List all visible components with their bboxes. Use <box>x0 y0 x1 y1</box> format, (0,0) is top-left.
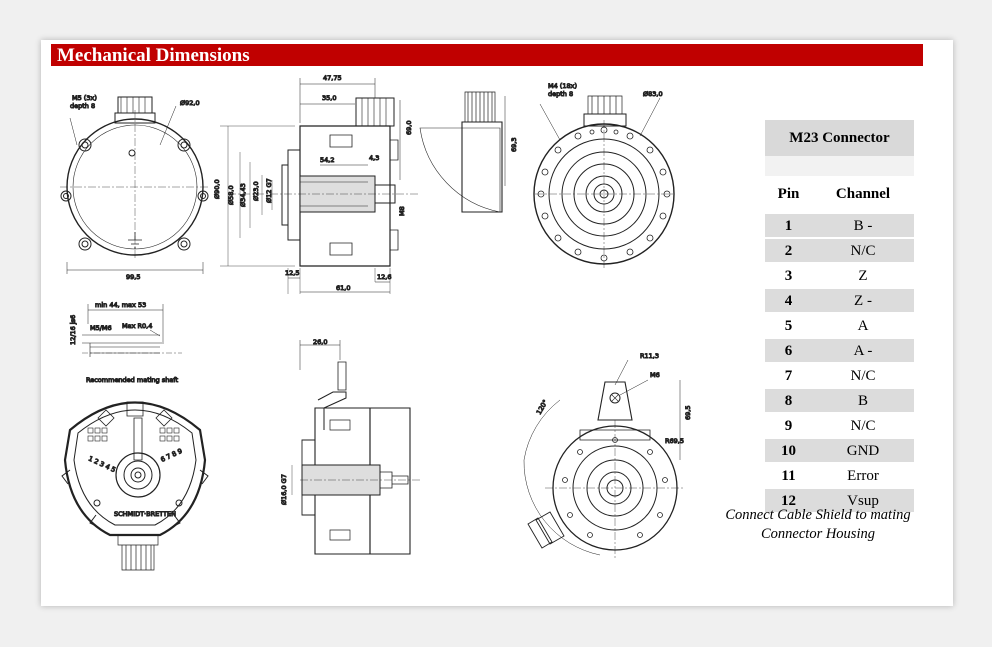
dim-695: 69,5 <box>684 406 692 420</box>
dim-r695: R69,5 <box>665 437 684 445</box>
pin-numbers-right: 6 7 8 9 <box>159 447 183 464</box>
dim-126: 12,6 <box>377 273 391 281</box>
channel-cell: A <box>812 312 914 338</box>
channel-cell: B - <box>812 212 914 238</box>
dim-125: 12,5 <box>285 269 299 277</box>
pin-cell: 11 <box>765 462 812 488</box>
dim-d92: Ø92,0 <box>180 99 200 107</box>
shield-note-line2: Connector Housing <box>761 526 875 542</box>
dim-m4: M4 (18x) <box>548 82 577 90</box>
dim-610: 61,0 <box>336 284 350 292</box>
brand-label: SCHMIDT·BRETTEN <box>114 510 176 518</box>
pin-cell: 1 <box>765 212 812 238</box>
channel-cell: GND <box>812 437 914 463</box>
dim-4775: 47,75 <box>323 74 342 82</box>
dim-d580: Ø58,0 <box>227 185 235 205</box>
channel-cell: Error <box>812 462 914 488</box>
front-view-connector: M4 (18x) depth 8 Ø83,0 <box>533 82 675 270</box>
front-view-torque-arm: 120° R11,3 M6 69,5 R69,5 <box>523 352 693 560</box>
dim-260: 26,0 <box>313 338 327 346</box>
dim-690: 69,0 <box>405 121 413 135</box>
channel-cell: A - <box>812 337 914 363</box>
dim-m6: M6 <box>650 371 660 379</box>
pin-cell: 3 <box>765 262 812 288</box>
dim-width: 99,5 <box>126 273 140 281</box>
front-view-flange: M5 (3x) depth 8 Ø92,0 99,5 <box>60 94 210 282</box>
dim-542: 54,2 <box>320 156 334 164</box>
pin-cell: 9 <box>765 412 812 438</box>
dim-a120: 120° <box>535 398 550 416</box>
dim-m5: M5 (3x) <box>72 94 97 102</box>
dim-350: 35,0 <box>322 94 336 102</box>
pin-cell: 7 <box>765 362 812 388</box>
channel-cell: B <box>812 387 914 413</box>
dim-r113: R11,3 <box>640 352 659 360</box>
dim-d900: Ø90,0 <box>213 179 221 199</box>
side-section-view: 47,75 35,0 Ø90,0 Ø58,0 Ø34,43 Ø23,0 Ø12 … <box>213 74 418 294</box>
dim-depth: depth 8 <box>70 102 95 110</box>
pin-cell: 2 <box>765 237 812 263</box>
dim-jsd: 12/16 js6 <box>69 315 77 345</box>
section-title: Mechanical Dimensions <box>57 45 250 66</box>
table-spacer <box>765 156 914 176</box>
pin-cell: 6 <box>765 337 812 363</box>
shaft-caption: Recommended mating shaft <box>86 376 179 384</box>
shield-note-line1: Connect Cable Shield to mating <box>725 507 911 523</box>
col-header-channel: Channel <box>835 185 891 202</box>
pin-cell: 8 <box>765 387 812 413</box>
pin-cell: 10 <box>765 437 812 463</box>
dim-depth2: depth 8 <box>548 90 573 98</box>
dim-maxr: Max R0,4 <box>122 322 152 330</box>
pin-cell: 5 <box>765 312 812 338</box>
flange-side-view: 69,3 <box>419 91 519 213</box>
pin-cell: 12 <box>765 487 812 512</box>
dim-d230: Ø23,0 <box>252 181 260 201</box>
mating-shaft-detail: min 44, max 53 M5/M6 Max R0,4 12/16 js6 … <box>69 301 182 385</box>
channel-cell: Vsup <box>812 487 914 512</box>
rear-view-terminals: 1 2 3 4 5 6 7 8 9 SCHMIDT·BRETTEN <box>61 401 209 571</box>
dim-d12: Ø12 G7 <box>265 178 273 203</box>
title-bar <box>51 44 923 66</box>
dim-43: 4,3 <box>369 154 379 162</box>
shield-note: Connect Cable Shield to mating Connector… <box>718 506 918 544</box>
connector-title: M23 Connector <box>765 120 914 156</box>
dim-693: 69,3 <box>510 138 518 152</box>
dim-m8: M8 <box>398 206 406 216</box>
side-view-bracket: 26,0 Ø16,0 G7 <box>280 338 420 555</box>
dim-d160: Ø16,0 G7 <box>280 474 288 505</box>
dim-shaft-len: min 44, max 53 <box>95 301 146 309</box>
channel-cell: N/C <box>812 412 914 438</box>
channel-cell: N/C <box>812 362 914 388</box>
channel-cell: Z <box>812 262 914 288</box>
dim-m5m6: M5/M6 <box>90 324 112 332</box>
col-header-pin: Pin <box>777 185 800 202</box>
channel-cell: Z - <box>812 287 914 313</box>
pin-numbers-left: 1 2 3 4 5 <box>87 455 117 474</box>
dim-d830: Ø83,0 <box>643 90 663 98</box>
pin-cell: 4 <box>765 287 812 313</box>
channel-cell: N/C <box>812 237 914 263</box>
dim-d3443: Ø34,43 <box>239 183 247 207</box>
